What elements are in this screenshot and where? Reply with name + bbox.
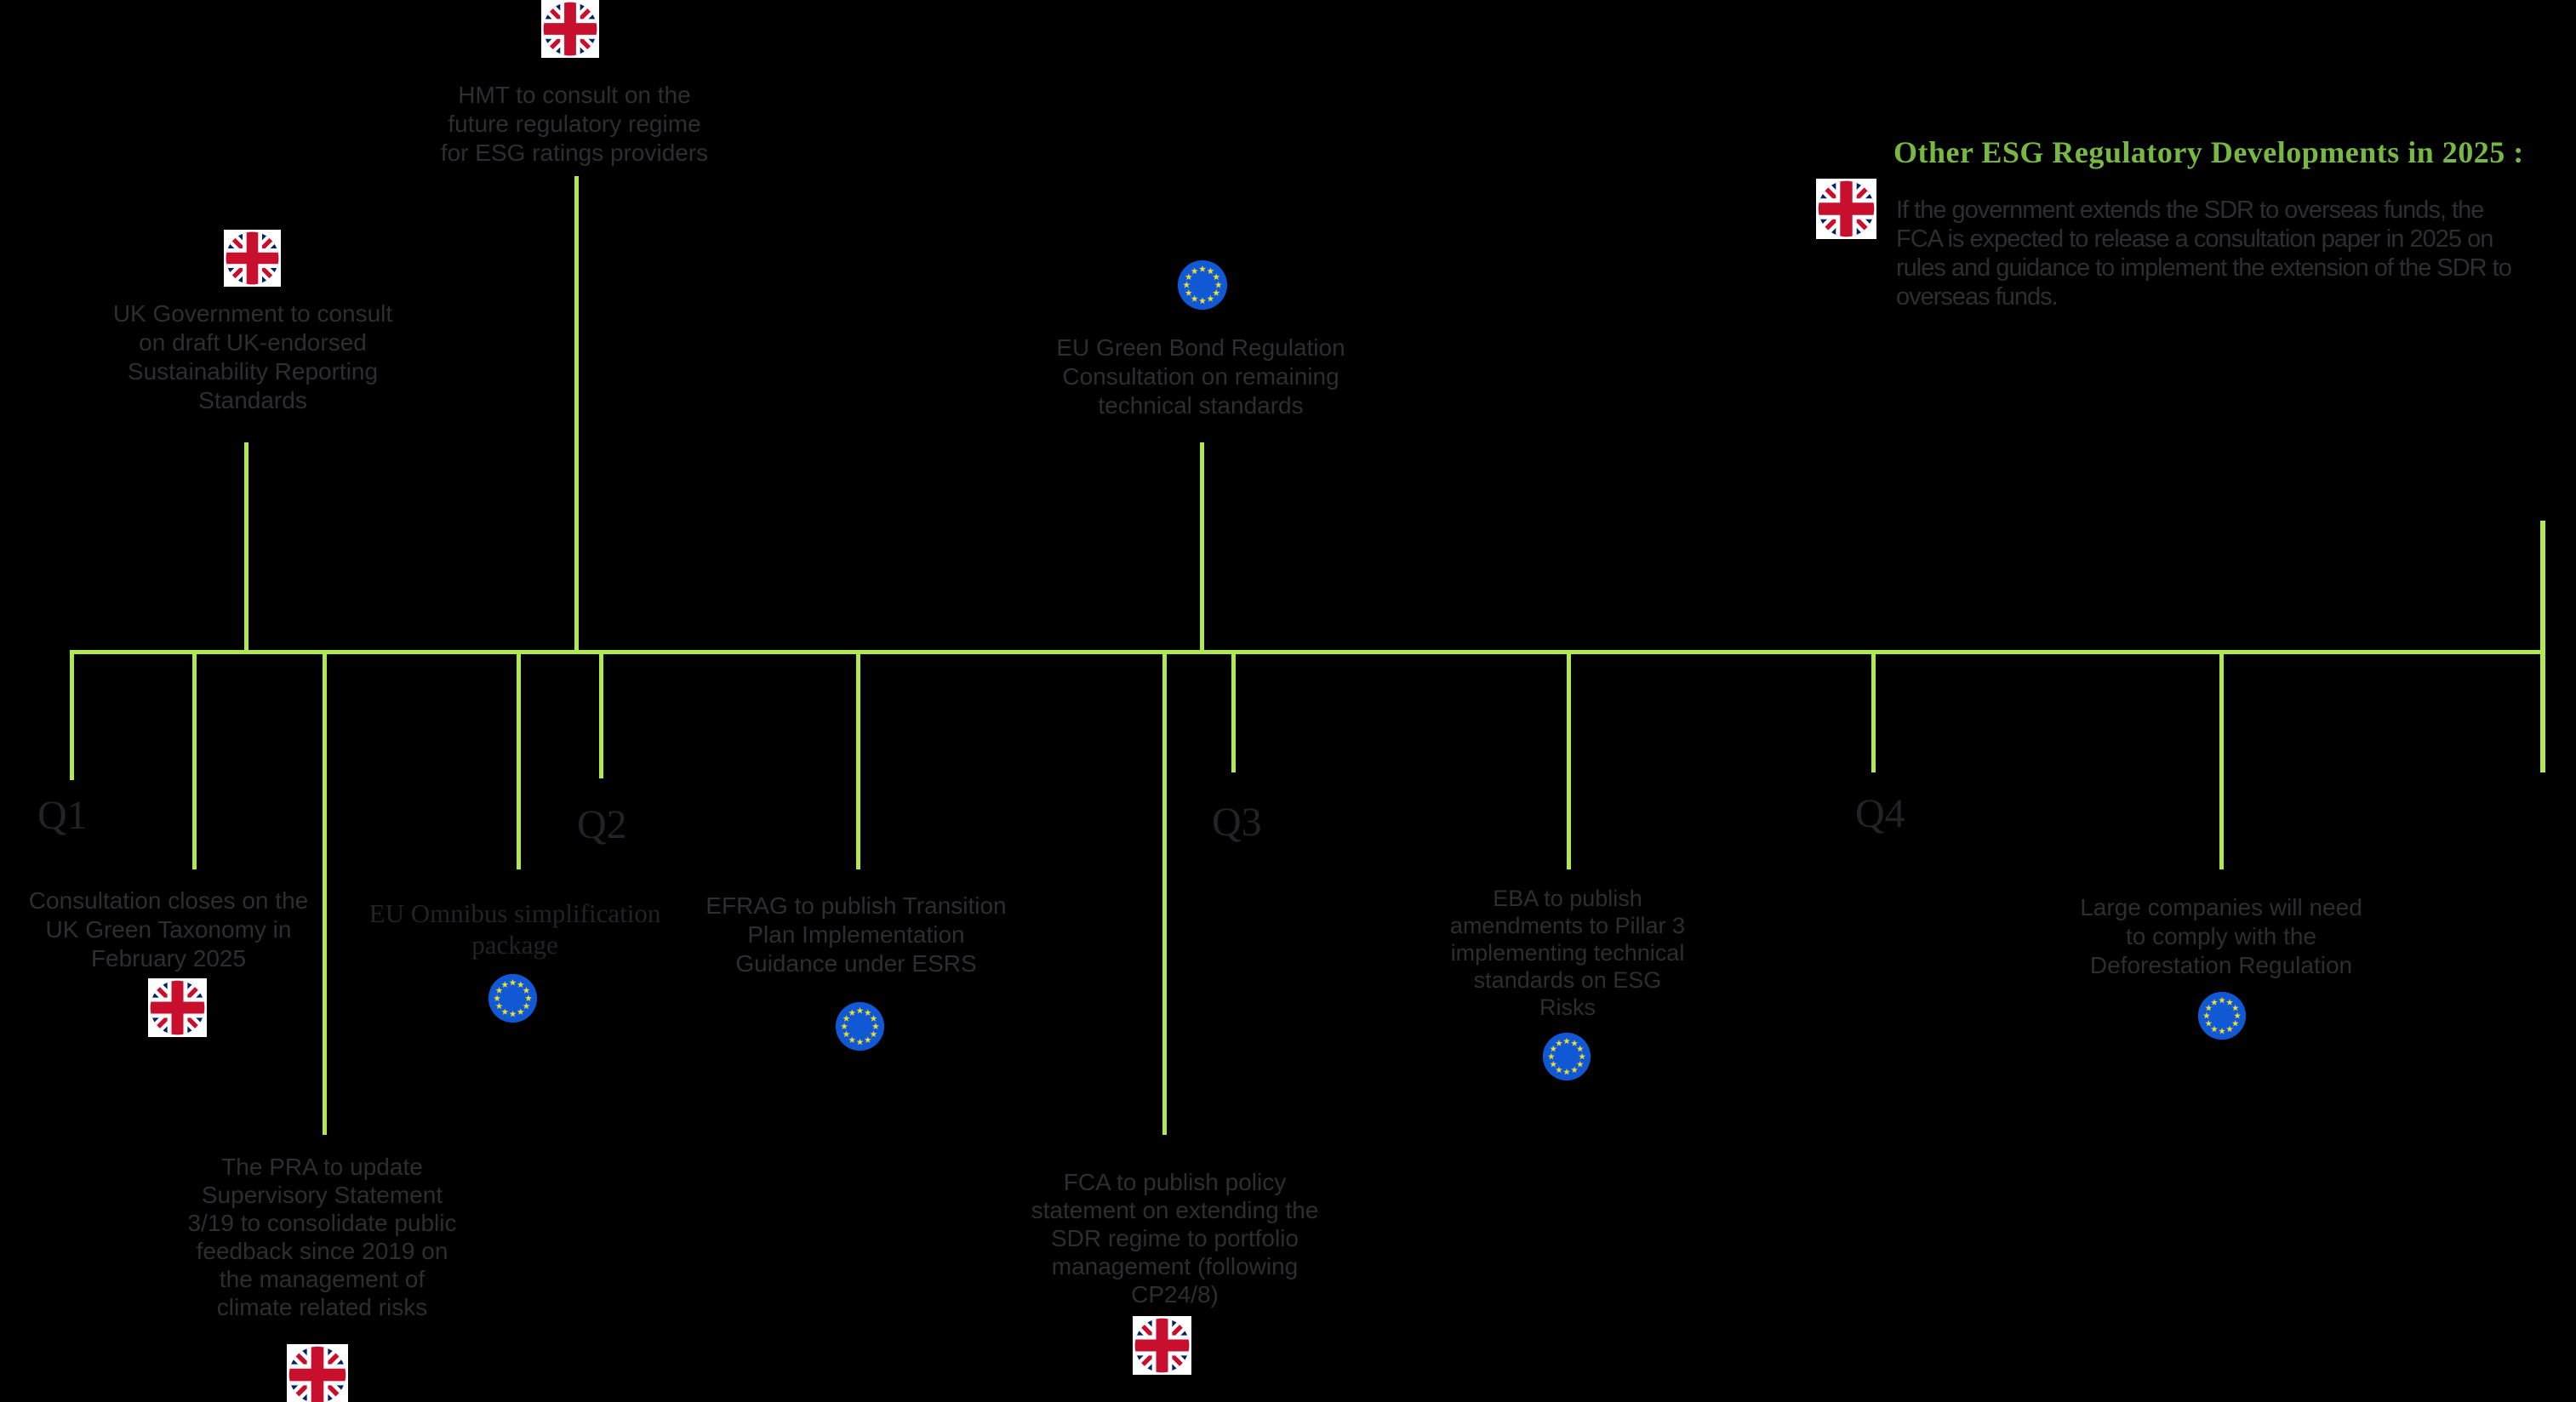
event-fca-text: FCA to publish policy statement on exten… xyxy=(1031,1169,1319,1308)
event-uk-gov-text: UK Government to consult on draft UK-end… xyxy=(112,300,393,413)
eu-flag-icon xyxy=(2197,991,2247,1040)
side-panel-title: Other ESG Regulatory Developments in 202… xyxy=(1893,135,2524,169)
side-panel-body: If the government extends the SDR to ove… xyxy=(1896,197,2512,311)
uk-flag-icon xyxy=(1133,1316,1191,1375)
eu-flag-icon xyxy=(1542,1032,1591,1081)
connector-uk-taxonomy xyxy=(192,650,197,869)
eu-flag-icon xyxy=(488,973,538,1023)
tick-q2-start xyxy=(599,650,603,778)
uk-flag-icon xyxy=(1816,179,1876,239)
connector-pra xyxy=(323,650,327,1135)
quarter-label-q4: Q4 xyxy=(1855,791,1905,836)
connector-hmt xyxy=(574,176,579,654)
quarter-label-q2: Q2 xyxy=(577,802,627,847)
tick-q1-start xyxy=(70,650,74,780)
connector-efrag xyxy=(856,650,860,869)
event-pra-text: The PRA to update Supervisory Statement … xyxy=(187,1154,457,1320)
event-eu-green-bond-text: EU Green Bond Regulation Consultation on… xyxy=(1056,334,1345,419)
event-eba-text: EBA to publish amendments to Pillar 3 im… xyxy=(1449,886,1686,1020)
connector-eu-green-bond xyxy=(1200,442,1204,654)
uk-flag-icon xyxy=(148,978,207,1037)
event-eu-omnibus-text: EU Omnibus simplification package xyxy=(368,898,661,960)
event-uk-taxonomy-text: Consultation closes on the UK Green Taxo… xyxy=(28,887,309,972)
eu-flag-icon xyxy=(1177,259,1228,311)
quarter-label-q1: Q1 xyxy=(37,793,88,838)
uk-flag-icon xyxy=(541,0,599,58)
connector-deforestation xyxy=(2219,650,2224,869)
connector-eu-omnibus xyxy=(517,650,521,869)
uk-flag-icon xyxy=(224,230,281,287)
uk-flag-icon xyxy=(287,1344,348,1402)
event-hmt-text: HMT to consult on the future regulatory … xyxy=(440,82,709,166)
tick-q3-start xyxy=(1231,650,1236,772)
timeline-axis xyxy=(71,650,2545,654)
connector-eba xyxy=(1567,650,1571,869)
tick-year-end xyxy=(2540,521,2545,772)
event-deforestation-text: Large companies will need to comply with… xyxy=(2080,894,2362,978)
eu-flag-icon xyxy=(835,1001,885,1052)
quarter-label-q3: Q3 xyxy=(1212,800,1262,845)
connector-fca xyxy=(1162,650,1167,1135)
tick-q4-start xyxy=(1871,650,1876,772)
event-efrag-text: EFRAG to publish Transition Plan Impleme… xyxy=(705,892,1007,977)
connector-uk-gov xyxy=(244,442,248,654)
